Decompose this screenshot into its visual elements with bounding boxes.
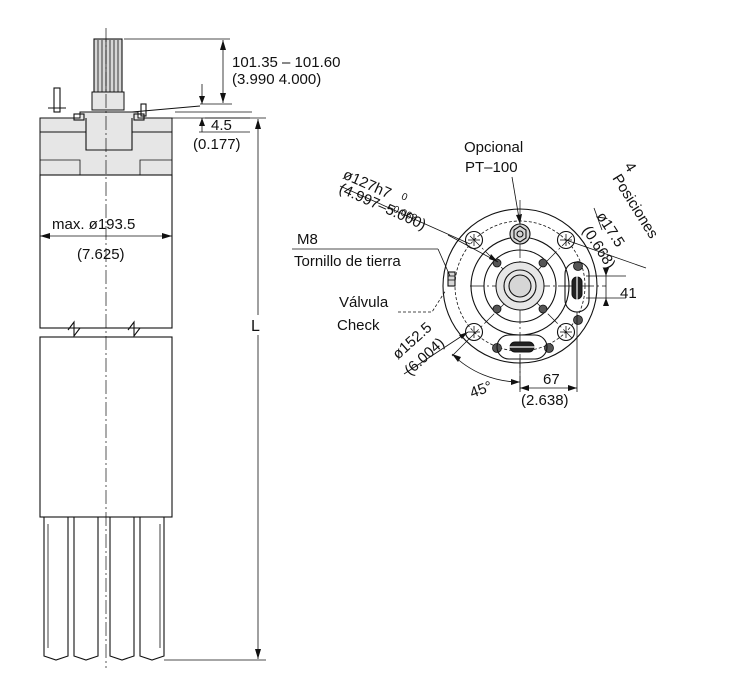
optional-label: Opcional [464,139,523,156]
angle-label: 45° [468,378,495,402]
side-view-dimensions: 101.35 – 101.60 (3.990 4.000) 4.5 (0.177… [40,38,340,661]
dim-41-label: 41 [620,285,637,302]
shaft-length-label: 101.35 – 101.60 [232,54,340,71]
flange-screws [492,258,583,353]
ground-screw [447,271,456,287]
motor-base [43,517,165,661]
mounting-holes [464,230,576,342]
max-diameter-label: max. ø193.5 [52,216,135,233]
motor-side-view [39,28,201,668]
dim-67-inch-label: (2.638) [521,392,569,409]
length-label: L [251,318,260,335]
m8-label: M8 [297,231,318,248]
pt100-plug [509,223,531,245]
terminal-slot-bottom [496,334,548,360]
check-label: Check [337,317,380,334]
shoulder-label: 4.5 [211,117,232,134]
shoulder-inch-label: (0.177) [193,136,241,153]
ground-screw-label: Tornillo de tierra [294,253,401,270]
top-view-annotations: Opcional PT–100 4 Posiciones ø127h7 0 –0… [292,139,661,409]
max-diameter-inch-label: (7.625) [77,246,125,263]
motor-top-view [442,200,606,392]
splined-shaft [91,38,125,111]
valve-label: Válvula [339,294,389,311]
terminal-slot-right [564,261,590,313]
shaft-length-inch-label: (3.990 4.000) [232,71,321,88]
dim-67-label: 67 [543,371,560,388]
tolerance-upper-label: 0 [399,191,409,203]
pt100-label: PT–100 [465,159,518,176]
